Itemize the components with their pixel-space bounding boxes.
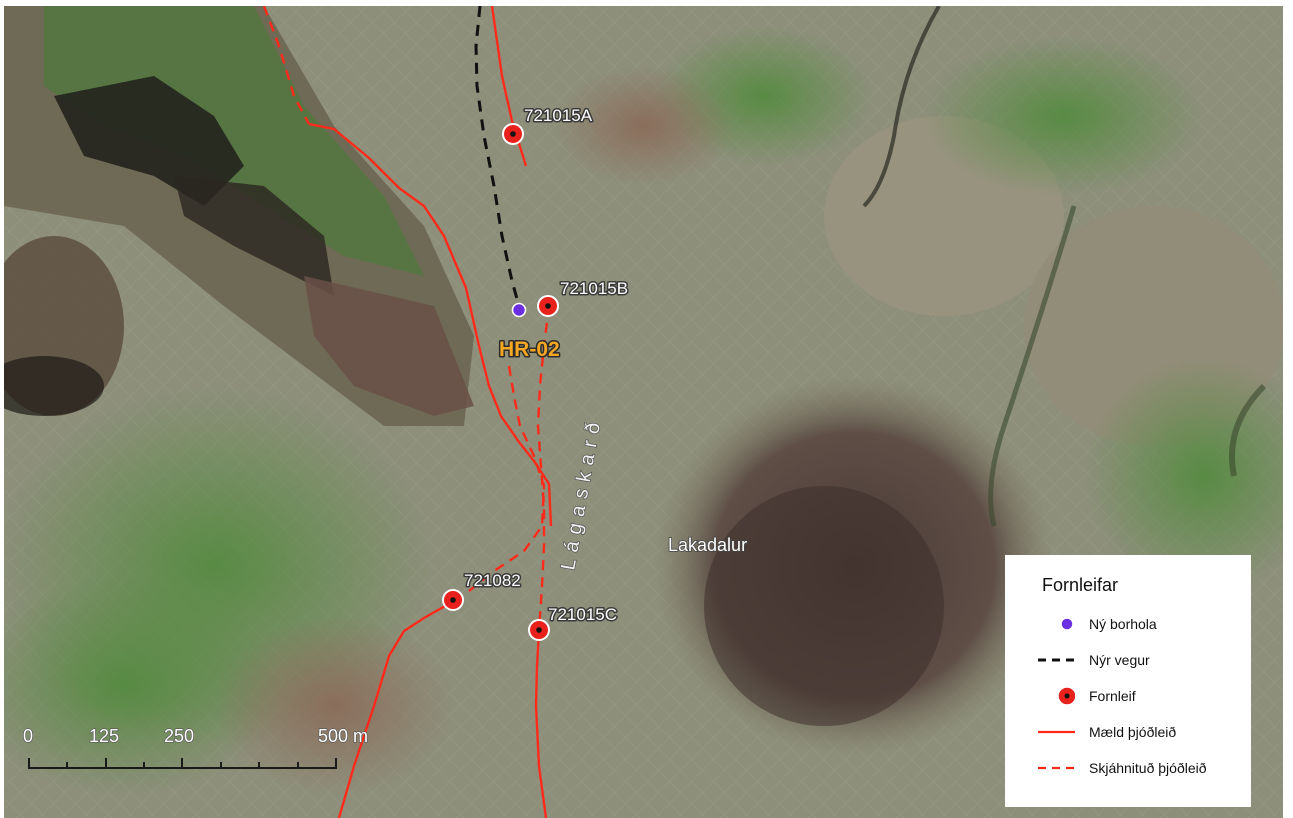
brown-ne [554, 66, 734, 186]
legend-item-surveyed-trail: Mæld þjóðleið [1005, 718, 1251, 746]
site-label-721082: 721082 [464, 571, 521, 590]
brown-slope [304, 276, 474, 416]
map-frame: HR-02 721015A 721015B 721082 721015C [4, 6, 1283, 818]
trail-surveyed-north [490, 6, 528, 167]
trail-surveyed-west [308, 122, 553, 527]
western-green-slope [44, 6, 424, 276]
trail-surveyed-south [534, 630, 548, 818]
black-dashed-line-icon [1038, 658, 1075, 662]
trail-digitized-middle [536, 305, 551, 632]
legend-label-digitized-trail: Skjáhnituð þjóðleið [1089, 760, 1207, 776]
legend-item-new-road: Nýr vegur [1005, 646, 1251, 674]
borehole-marker[interactable] [511, 302, 527, 318]
legend-label-surveyed-trail: Mæld þjóðleið [1089, 724, 1177, 740]
site-721015A[interactable] [502, 123, 524, 145]
lava-field-core [704, 486, 944, 726]
legend-label-site: Fornleif [1089, 688, 1136, 704]
map-canvas[interactable]: HR-02 721015A 721015B 721082 721015C [4, 6, 1283, 818]
site-721082[interactable] [442, 589, 464, 611]
scale-label-500: 500 m [318, 726, 368, 746]
red-dashed-line-icon [1038, 766, 1075, 770]
purple-dot-icon [1060, 617, 1074, 631]
trail-digitized-link [468, 365, 546, 592]
trail-digitized-north [262, 6, 311, 125]
legend-label-new-road: Nýr vegur [1089, 652, 1150, 668]
site-721015C[interactable] [528, 619, 550, 641]
legend-title: Fornleifar [1042, 575, 1119, 595]
place-label-valley: Lakadalur [668, 535, 747, 555]
eastern-green-1 [924, 36, 1204, 196]
eastern-green-2 [1084, 356, 1283, 596]
trail-surveyed-south-west [337, 599, 455, 818]
red-target-icon [1057, 686, 1075, 706]
ravine-1 [862, 6, 941, 208]
ravine-2 [988, 205, 1077, 527]
legend-item-borehole: Ný borhola [1005, 610, 1251, 638]
brown-sw [214, 616, 454, 796]
new-road [474, 6, 521, 307]
western-knoll-shadow [4, 356, 104, 416]
legend-item-site: Fornleif [1005, 682, 1251, 710]
scale-label-0: 0 [23, 726, 33, 746]
ravine-3 [1229, 383, 1267, 477]
borehole-label: HR-02 [499, 338, 560, 361]
red-solid-line-icon [1038, 730, 1075, 734]
dark-ridge [54, 76, 244, 206]
scale-label-250: 250 [164, 726, 194, 746]
site-721015B[interactable] [537, 295, 559, 317]
legend-item-digitized-trail: Skjáhnituð þjóðleið [1005, 754, 1251, 782]
meadow-sw2 [4, 576, 284, 796]
scale-label-125: 125 [89, 726, 119, 746]
cliff-shadow [174, 176, 334, 296]
site-label-721015C: 721015C [548, 605, 617, 624]
legend: Fornleifar Ný borhola Nýr vegur Fornleif [1005, 555, 1251, 807]
legend-label-borehole: Ný borhola [1089, 616, 1157, 632]
scale-bar [28, 758, 337, 769]
site-label-721015A: 721015A [524, 106, 593, 125]
site-label-721015B: 721015B [560, 279, 628, 298]
